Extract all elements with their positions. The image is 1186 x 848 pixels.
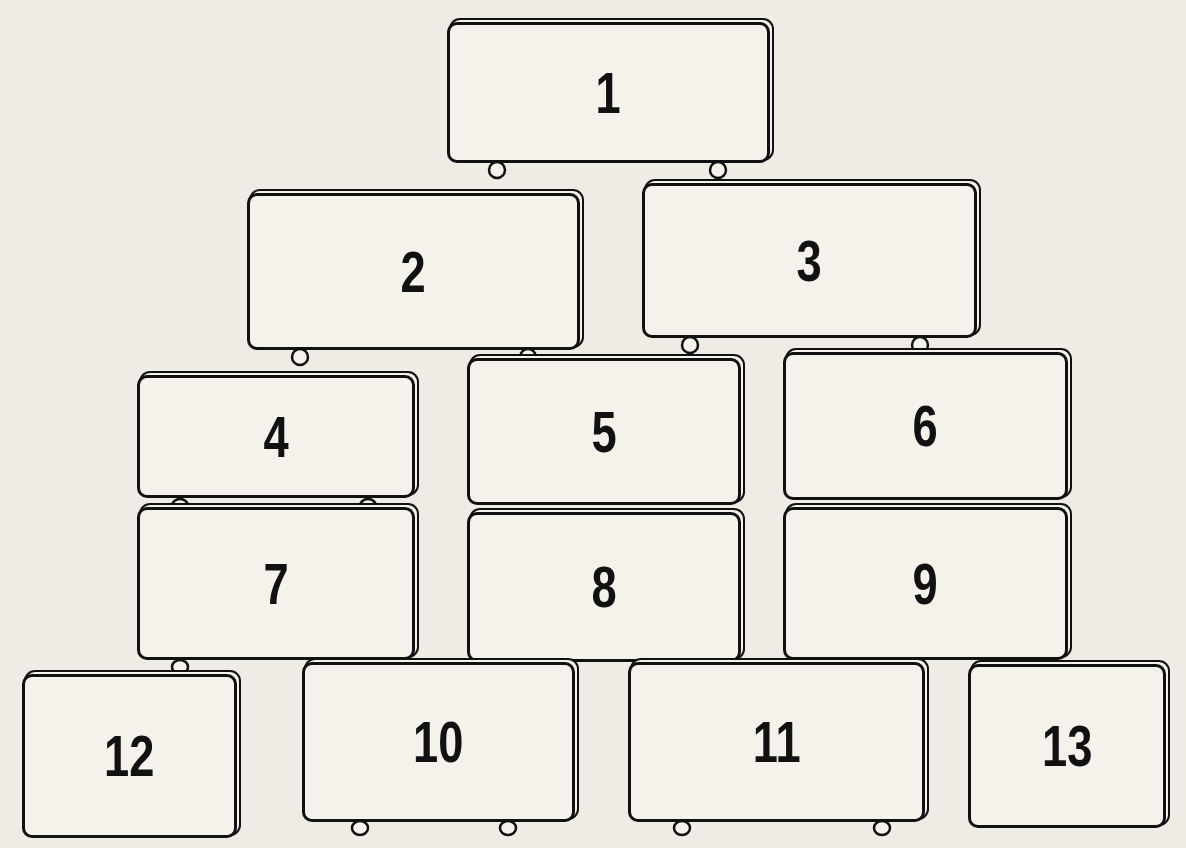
foot: [674, 821, 690, 835]
foot: [500, 821, 516, 835]
stacked-box: 12: [22, 674, 237, 838]
stacked-box: 7: [137, 507, 415, 660]
box-number: 13: [1042, 717, 1092, 775]
foot: [874, 821, 890, 835]
stacked-box: 5: [467, 358, 741, 505]
box-number: 7: [263, 555, 288, 613]
stacked-box: 9: [783, 507, 1068, 660]
box-number: 11: [753, 713, 801, 771]
box-number: 10: [413, 713, 463, 771]
box-number: 1: [596, 64, 621, 122]
foot: [682, 337, 698, 353]
stacked-box: 2: [247, 193, 580, 350]
stacked-box: 3: [642, 183, 977, 338]
foot: [912, 337, 928, 353]
foot: [292, 349, 308, 365]
box-number: 8: [591, 558, 616, 616]
box-number: 2: [401, 243, 426, 301]
stacked-box: 6: [783, 352, 1068, 500]
foot: [172, 660, 188, 674]
foot: [352, 821, 368, 835]
foot: [710, 162, 726, 178]
stacked-box: 4: [137, 375, 415, 498]
stacked-box: 10: [302, 662, 575, 822]
box-number: 12: [104, 727, 154, 785]
box-number: 9: [913, 555, 938, 613]
box-number: 3: [797, 232, 822, 290]
stacked-box: 11: [628, 662, 925, 822]
box-number: 6: [913, 397, 938, 455]
box-number: 5: [591, 403, 616, 461]
foot: [489, 162, 505, 178]
stacked-box: 8: [467, 512, 741, 662]
stacked-box: 1: [447, 22, 770, 163]
box-number: 4: [263, 408, 288, 466]
stacked-box: 13: [968, 664, 1166, 828]
